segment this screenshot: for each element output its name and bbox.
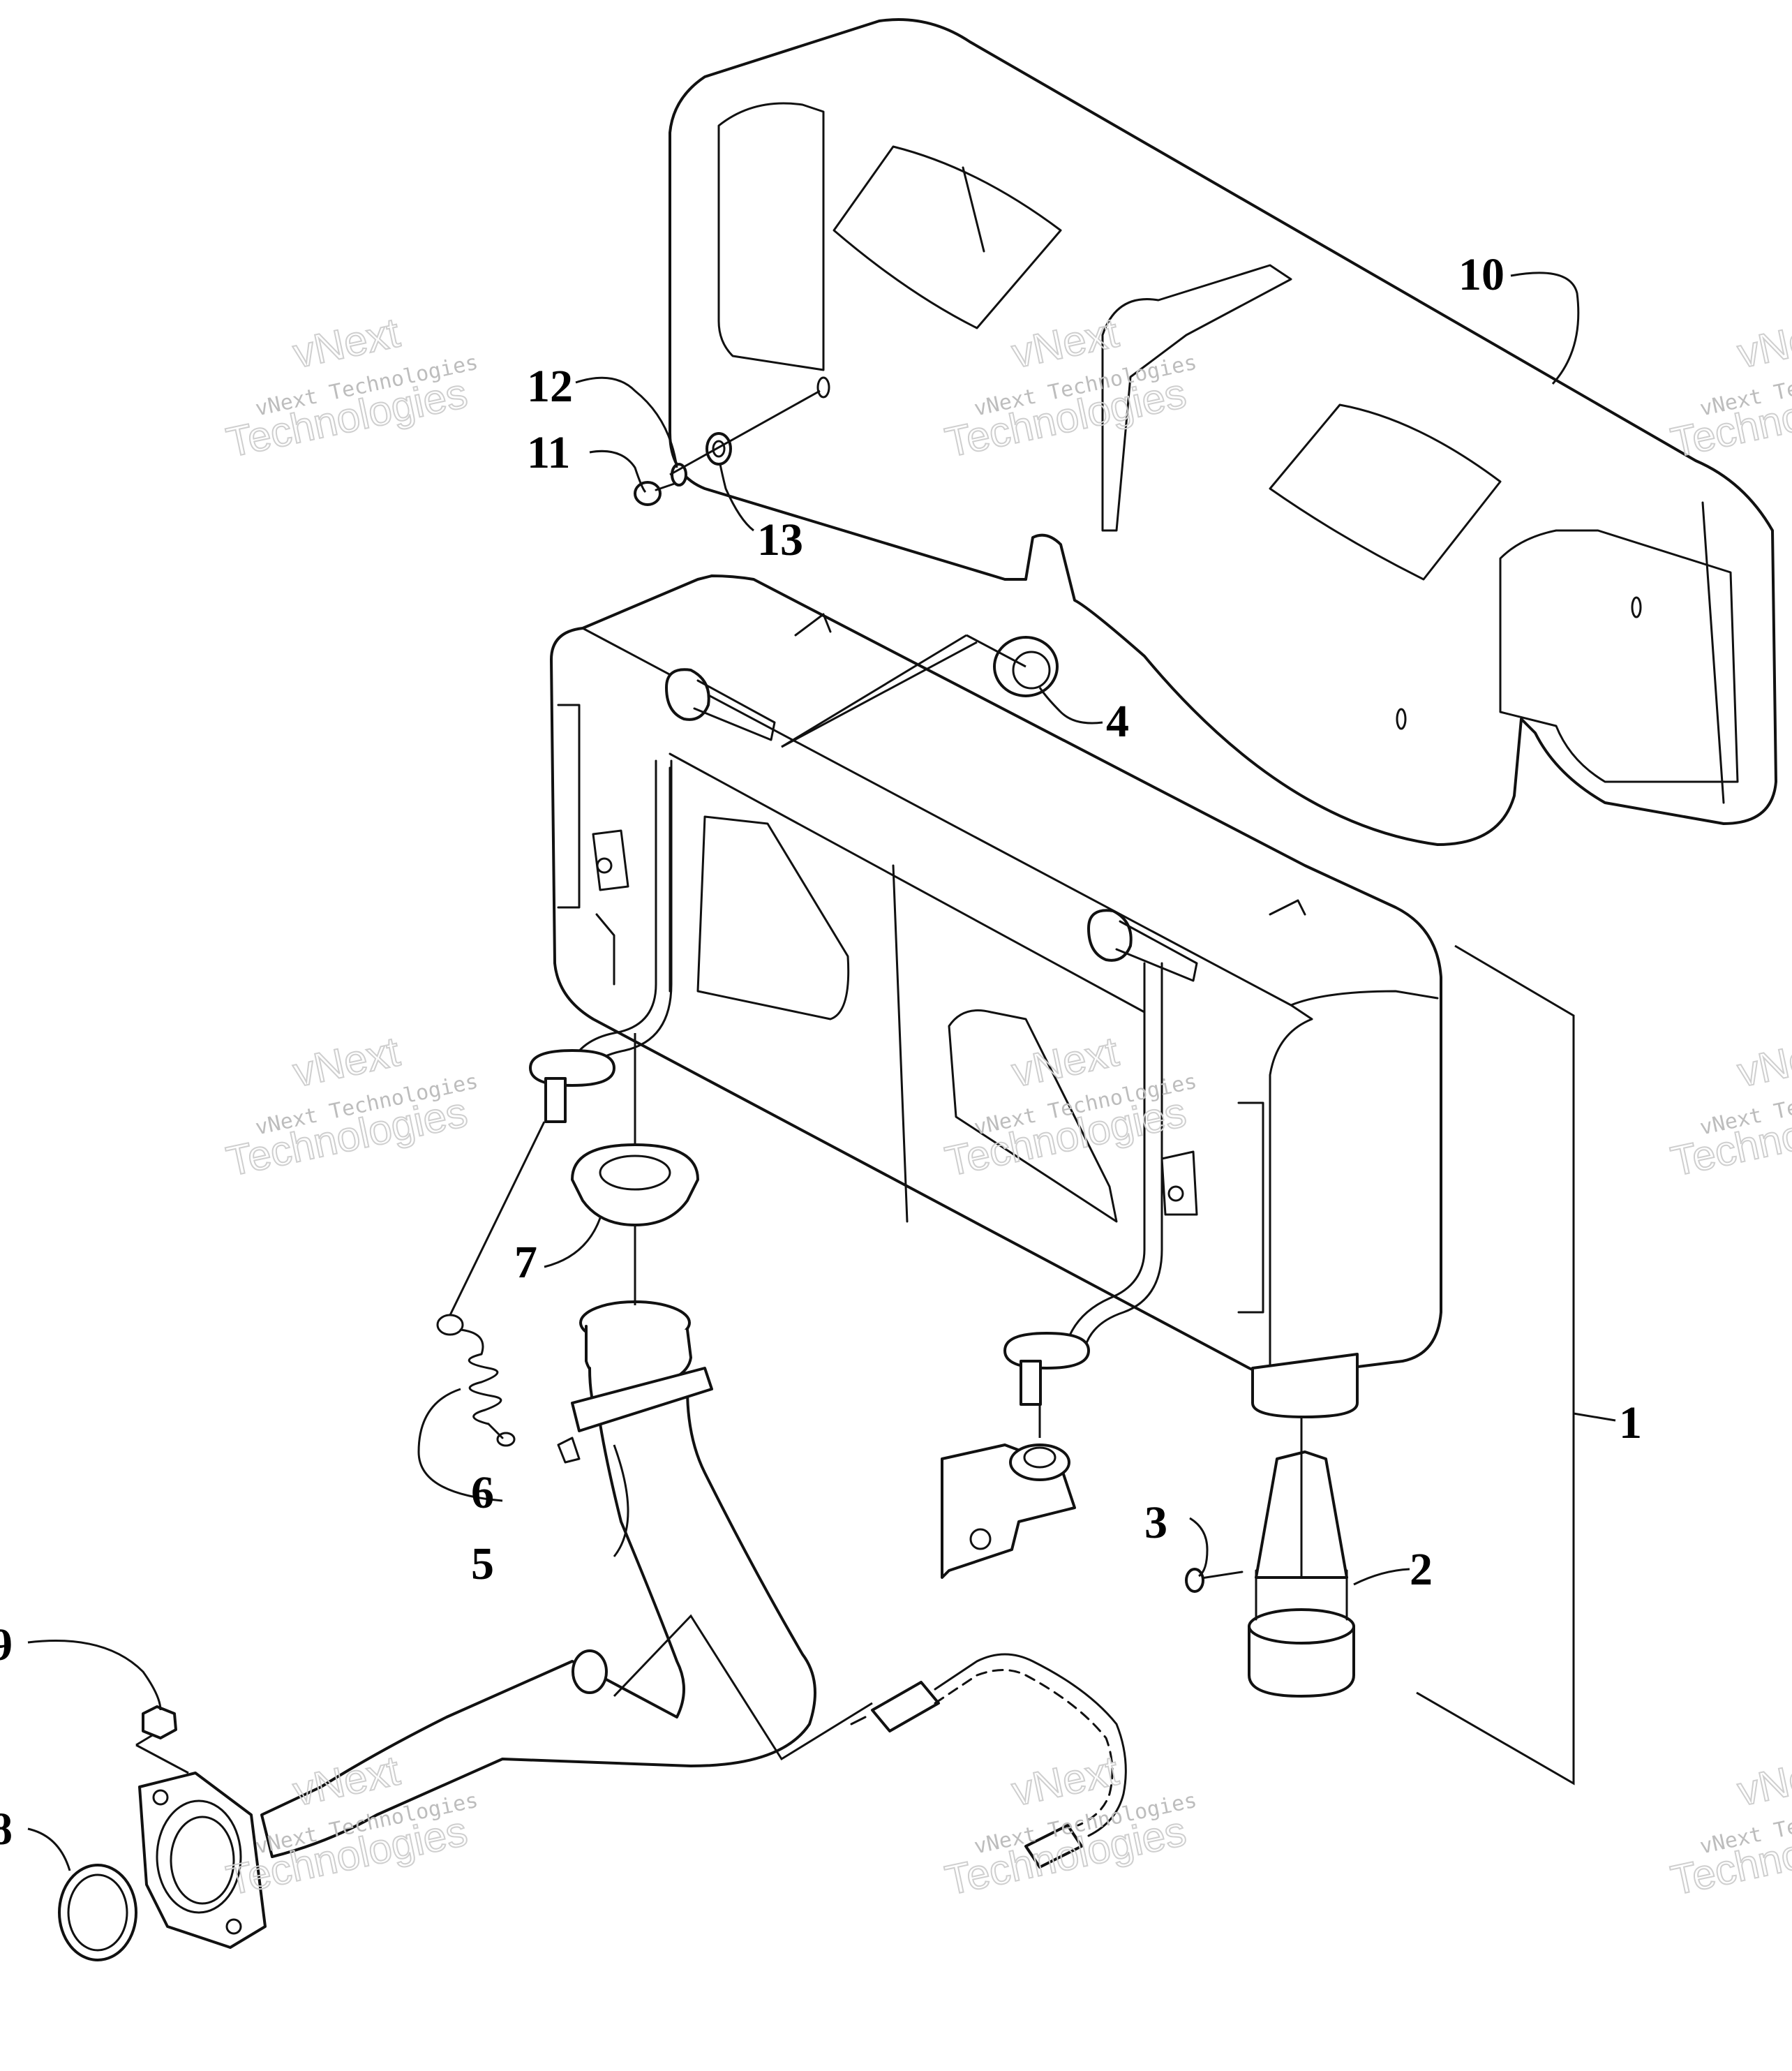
watermark-tl: vNext vNext Technologies Technologies [222, 309, 480, 467]
spring-6 [436, 1314, 516, 1447]
nut-9 [142, 1705, 177, 1739]
exhaust-flange [138, 1772, 267, 1949]
svg-text:vNext: vNext [1733, 1028, 1792, 1096]
watermark-bc: vNext vNext Technologies Technologies [941, 1746, 1199, 1905]
callout-12: 12 [527, 361, 573, 412]
assembly-lines [135, 389, 1575, 1786]
mount-bracket [941, 1443, 1076, 1579]
o2-sensor [850, 1653, 1127, 1869]
muffler-outlet [1251, 1353, 1359, 1418]
watermark-mr: vNext vNext Technologies Technologies [1666, 1027, 1792, 1186]
callout-1: 1 [1619, 1397, 1642, 1448]
callout-3: 3 [1144, 1497, 1167, 1548]
callout-9: 9 [0, 1619, 13, 1670]
callout-11: 11 [527, 427, 570, 478]
callout-leaders [27, 272, 1616, 1871]
ring-gasket-8 [58, 1864, 137, 1961]
svg-text:vNext: vNext [289, 309, 403, 377]
header-pipe [260, 1300, 816, 1858]
callout-5: 5 [471, 1538, 494, 1589]
muffler [550, 574, 1442, 1378]
callout-10: 10 [1458, 249, 1504, 300]
callout-6: 6 [471, 1467, 494, 1518]
hanger-pins [529, 668, 1198, 1406]
callout-2: 2 [1410, 1544, 1433, 1595]
svg-text:vNext: vNext [1733, 309, 1792, 377]
svg-text:vNext: vNext [1733, 1747, 1792, 1815]
callout-4: 4 [1106, 696, 1129, 747]
gasket-7 [571, 1143, 699, 1226]
watermark-ml: vNext vNext Technologies Technologies [222, 1027, 480, 1186]
callout-8: 8 [0, 1804, 13, 1855]
screw-3 [1185, 1568, 1244, 1593]
callout-labels: 1 2 3 4 5 6 7 8 9 10 11 12 13 [0, 249, 1642, 1855]
spark-arrestor [1248, 1450, 1355, 1698]
washer-13 [705, 432, 732, 466]
watermark-tr: vNext vNext Technologies Technologies [1666, 309, 1792, 467]
svg-text:vNext: vNext [289, 1028, 403, 1096]
callout-7: 7 [514, 1237, 537, 1288]
watermark-br: vNext vNext Technologies Technologies [1666, 1746, 1792, 1905]
heat-shield [669, 18, 1777, 846]
callout-13: 13 [757, 514, 803, 565]
